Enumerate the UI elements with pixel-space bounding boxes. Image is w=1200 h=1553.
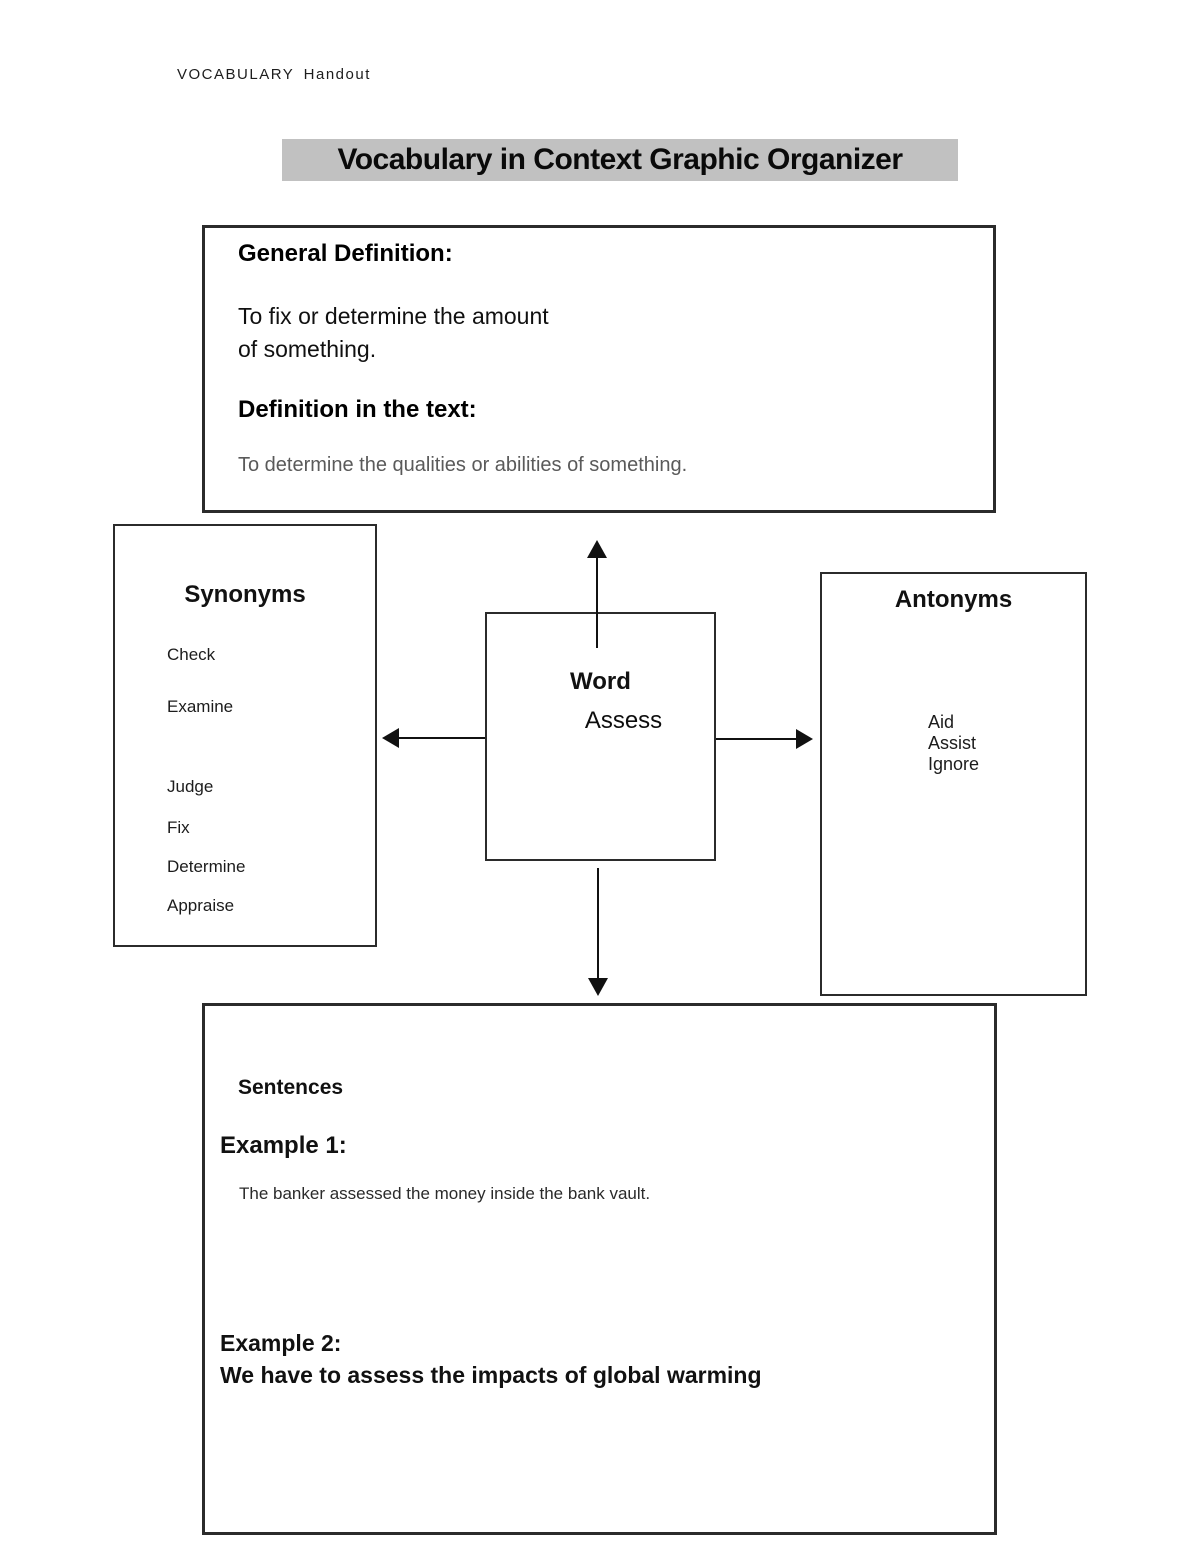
- antonyms-box: Antonyms Aid Assist Ignore: [820, 572, 1087, 996]
- synonyms-title: Synonyms: [184, 581, 306, 608]
- synonym-item: Appraise: [167, 896, 235, 915]
- synonyms-box: Synonyms Check Examine Judge Fix Determi…: [113, 524, 377, 947]
- example1-text: The banker assessed the money inside the…: [239, 1184, 651, 1203]
- up-arrow-line: [596, 557, 598, 648]
- right-arrow-line: [716, 738, 796, 740]
- sentences-title: Sentences: [238, 1076, 344, 1099]
- synonym-item: Determine: [167, 857, 246, 876]
- general-definition-text: To fix or determine the amount of someth…: [238, 303, 549, 362]
- sentences-box: Sentences Example 1: The banker assessed…: [202, 1003, 997, 1535]
- word-box: Word Assess: [485, 612, 716, 861]
- antonyms-title: Antonyms: [894, 586, 1013, 613]
- example1-label: Example 1:: [220, 1132, 347, 1159]
- antonym-item: Ignore: [928, 754, 980, 774]
- synonym-item: Check: [167, 645, 216, 664]
- example2-text: We have to assess the impacts of global …: [220, 1362, 762, 1388]
- header-label: VOCABULARY Handout: [177, 66, 371, 83]
- word-value: Assess: [584, 707, 663, 734]
- down-arrow-line: [597, 868, 599, 978]
- left-arrow-icon: [382, 728, 399, 748]
- page-title: Vocabulary in Context Graphic Organizer: [282, 139, 958, 181]
- up-arrow-icon: [587, 540, 607, 558]
- right-arrow-icon: [796, 729, 813, 749]
- antonym-item: Assist: [928, 733, 977, 753]
- definition-in-text-value: To determine the qualities or abilities …: [238, 454, 688, 476]
- antonyms-items: Aid Assist Ignore: [928, 712, 979, 775]
- antonym-item: Aid: [928, 712, 955, 732]
- synonym-item: Fix: [167, 818, 190, 837]
- example2-label: Example 2:: [220, 1330, 342, 1356]
- word-label: Word: [570, 668, 631, 695]
- synonym-item: Judge: [167, 777, 214, 796]
- synonym-item: Examine: [167, 697, 234, 716]
- definition-in-text-label: Definition in the text:: [238, 396, 477, 423]
- general-definition-box: General Definition: To fix or determine …: [202, 225, 996, 513]
- general-definition-label: General Definition:: [238, 240, 453, 267]
- down-arrow-icon: [588, 978, 608, 996]
- left-arrow-line: [398, 737, 485, 739]
